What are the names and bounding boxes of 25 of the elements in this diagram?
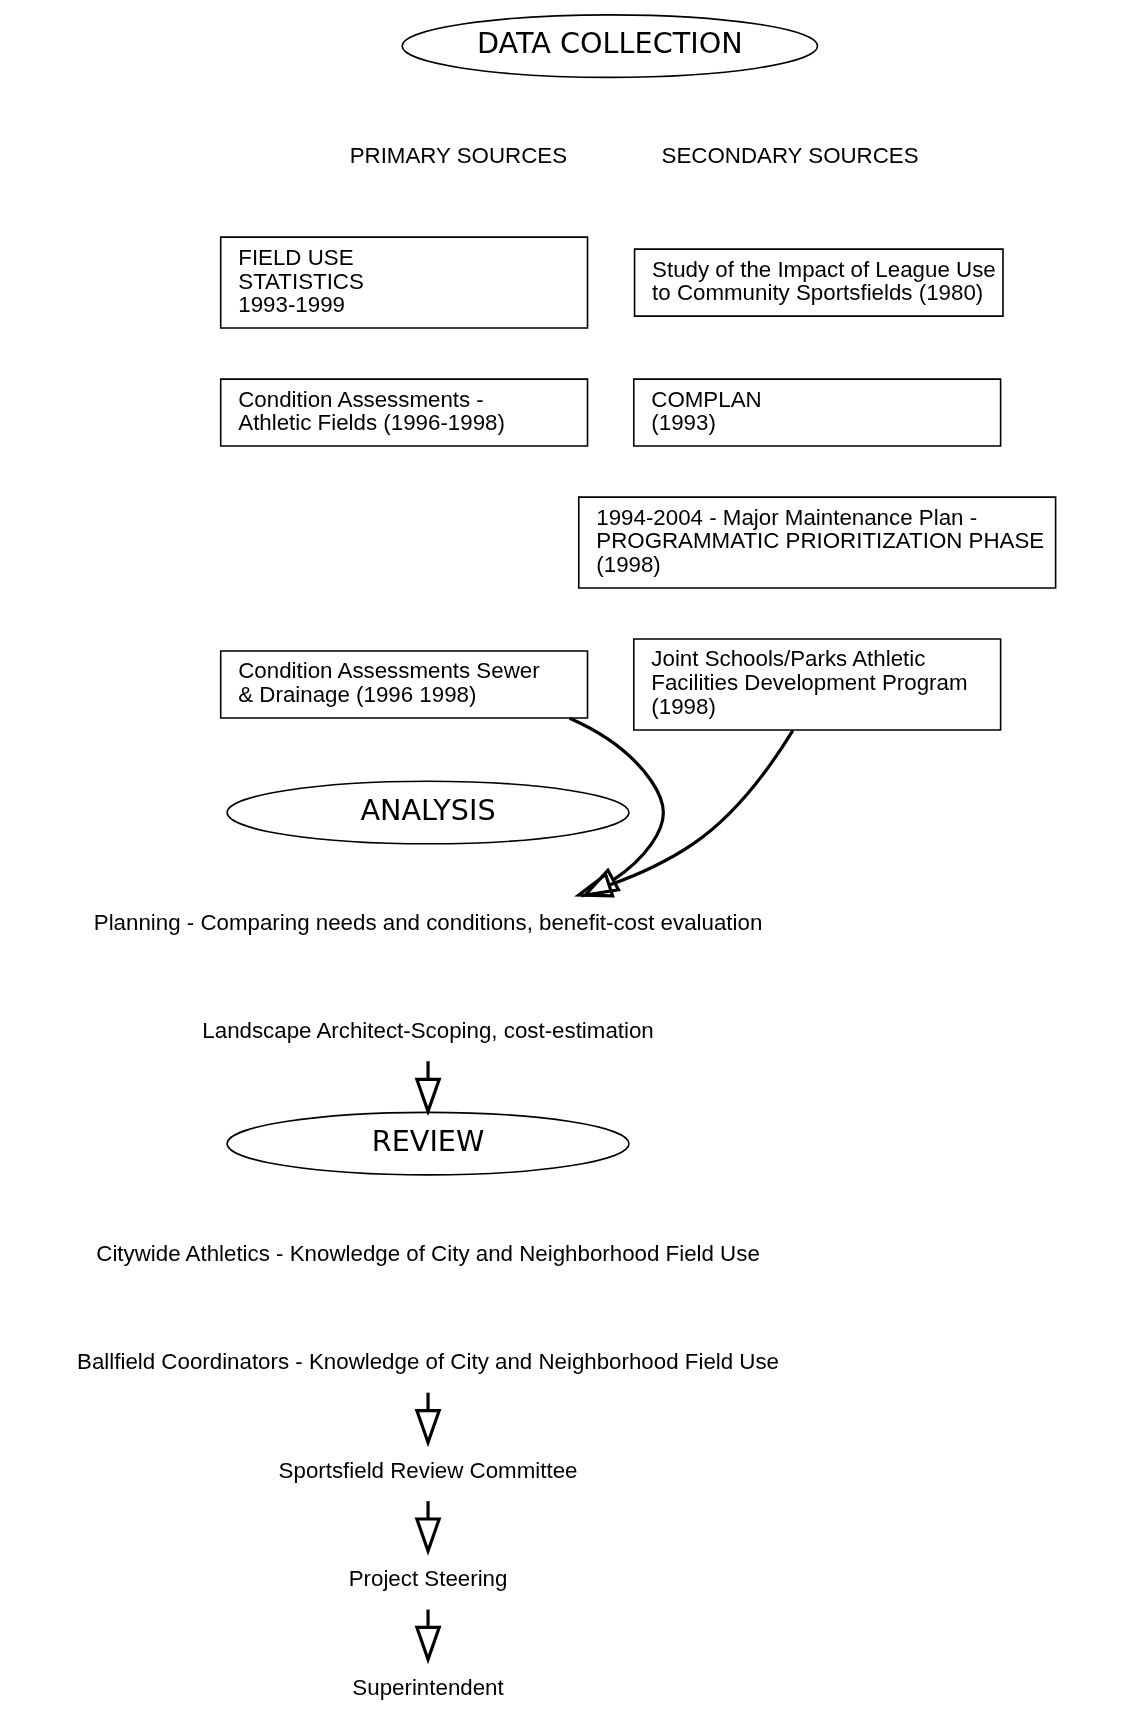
node-text: Superintendent — [352, 1674, 504, 1700]
node-box: Condition Assessments Sewer & Drainage (1996 1998) — [219, 650, 589, 719]
node-box: Study of the Impact of League Use to Community Sportsfields (1980) — [633, 248, 1004, 317]
node-ellipse: DATA COLLECTION — [401, 14, 819, 79]
node-text: Ballfield Coordinators - Knowledge of City and Neighborhood Field Use — [77, 1349, 780, 1375]
arrow — [414, 1392, 442, 1448]
node-ellipse: ANALYSIS — [226, 780, 630, 845]
node-box: Condition Assessments - Athletic Fields (1996-1998) — [219, 378, 589, 447]
node-text: Sportsfield Review Committee — [278, 1457, 578, 1483]
node-text: Planning - Comparing needs and conditions, benefit-cost evaluation — [93, 909, 763, 935]
arrow — [568, 716, 665, 898]
arrow — [414, 1061, 442, 1117]
node-box: FIELD USE STATISTICS 1993-1999 — [219, 236, 589, 329]
node-box: 1994-2004 - Major Maintenance Plan - PROGRAMMATIC PRIORITIZATION PHASE (1998) — [577, 496, 1057, 589]
node-text: Citywide Athletics - Knowledge of City and Neighborhood Field Use — [96, 1240, 760, 1266]
node-box: Joint Schools/Parks Athletic Facilities Development Program (1998) — [633, 638, 1002, 731]
node-text: Project Steering — [348, 1566, 508, 1592]
node-text: Landscape Architect-Scoping, cost-estimation — [202, 1018, 654, 1044]
arrow — [574, 729, 795, 898]
node-ellipse: REVIEW — [226, 1111, 630, 1176]
arrow — [414, 1501, 442, 1556]
label: SECONDARY SOURCES — [661, 143, 919, 169]
arrow — [414, 1609, 442, 1665]
node-box: COMPLAN (1993) — [633, 378, 1002, 447]
label: PRIMARY SOURCES — [349, 143, 568, 169]
